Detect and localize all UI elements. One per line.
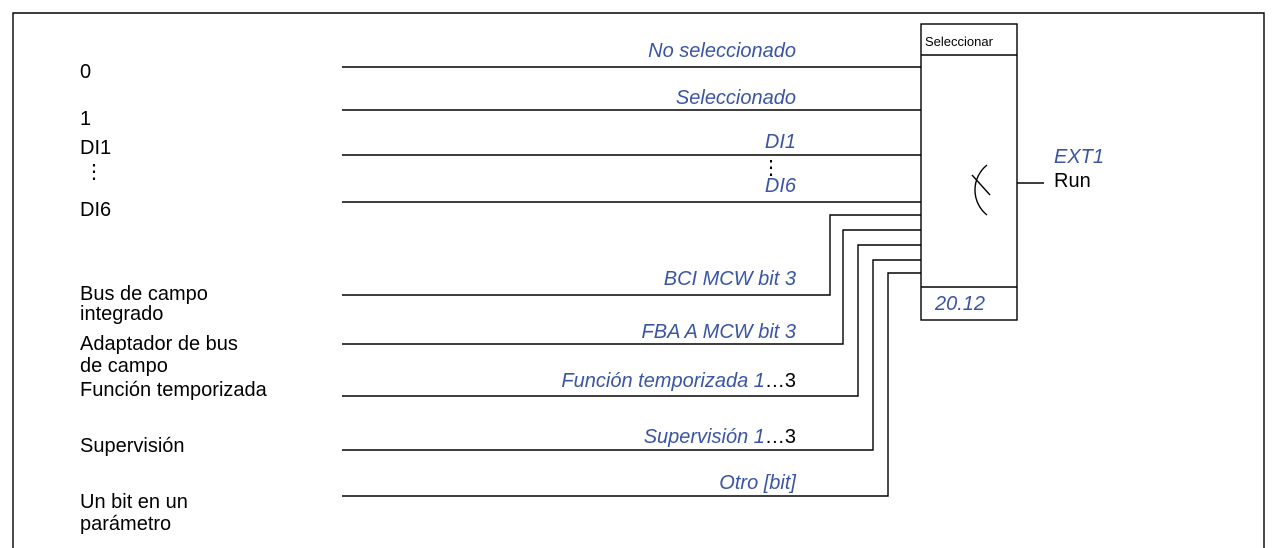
switch-arc-icon [974,164,988,216]
signal-timed-name: Función temporizada 1 [561,370,764,392]
signal-timed: Función temporizada 1…3 [561,370,796,392]
source-ellipsis: ⋮ [84,161,104,183]
line-bci [342,214,921,296]
line-timed [342,244,921,397]
source-label-timed: Función temporizada [80,379,268,401]
selector-block [920,23,1018,321]
source-label-supervision: Supervisión [80,435,185,457]
line-other-bit [342,272,921,497]
signal-supervision: Supervisión 1…3 [644,426,796,448]
source-label-bus-line2: integrado [80,303,163,325]
source-label-fba-line2: de campo [80,355,168,377]
source-label-bit-line2: parámetro [80,513,171,535]
switch-contact-icon [971,174,991,196]
signal-other-bit: Otro [bit] [719,472,796,494]
line-fba [342,229,921,345]
selector-title: Seleccionar [925,34,994,49]
signal-supervision-suffix: …3 [765,426,796,448]
signal-ellipsis: ⋮ [761,157,781,179]
output-label: Run [1054,170,1091,192]
signal-di1: DI1 [765,131,796,153]
source-label-fba-line1: Adaptador de bus [80,333,238,355]
source-label-0: 0 [80,61,91,83]
source-label-bit-line1: Un bit en un [80,491,188,513]
line-supervision [342,259,921,451]
signal-supervision-name: Supervisión 1 [644,426,765,448]
outer-frame [12,12,1265,548]
source-label-di1: DI1 [80,137,111,159]
source-label-bus-line1: Bus de campo [80,283,208,305]
output-signal: EXT1 [1054,146,1104,168]
signal-fba: FBA A MCW bit 3 [642,321,796,343]
signal-seleccionado: Seleccionado [676,87,796,109]
source-label-di6: DI6 [80,199,111,221]
signal-timed-suffix: …3 [765,370,796,392]
signal-no-seleccionado: No seleccionado [648,40,796,62]
source-label-1: 1 [80,108,91,130]
signal-di6: DI6 [765,175,797,197]
signal-bci: BCI MCW bit 3 [664,268,796,290]
selector-parameter: 20.12 [934,293,985,315]
